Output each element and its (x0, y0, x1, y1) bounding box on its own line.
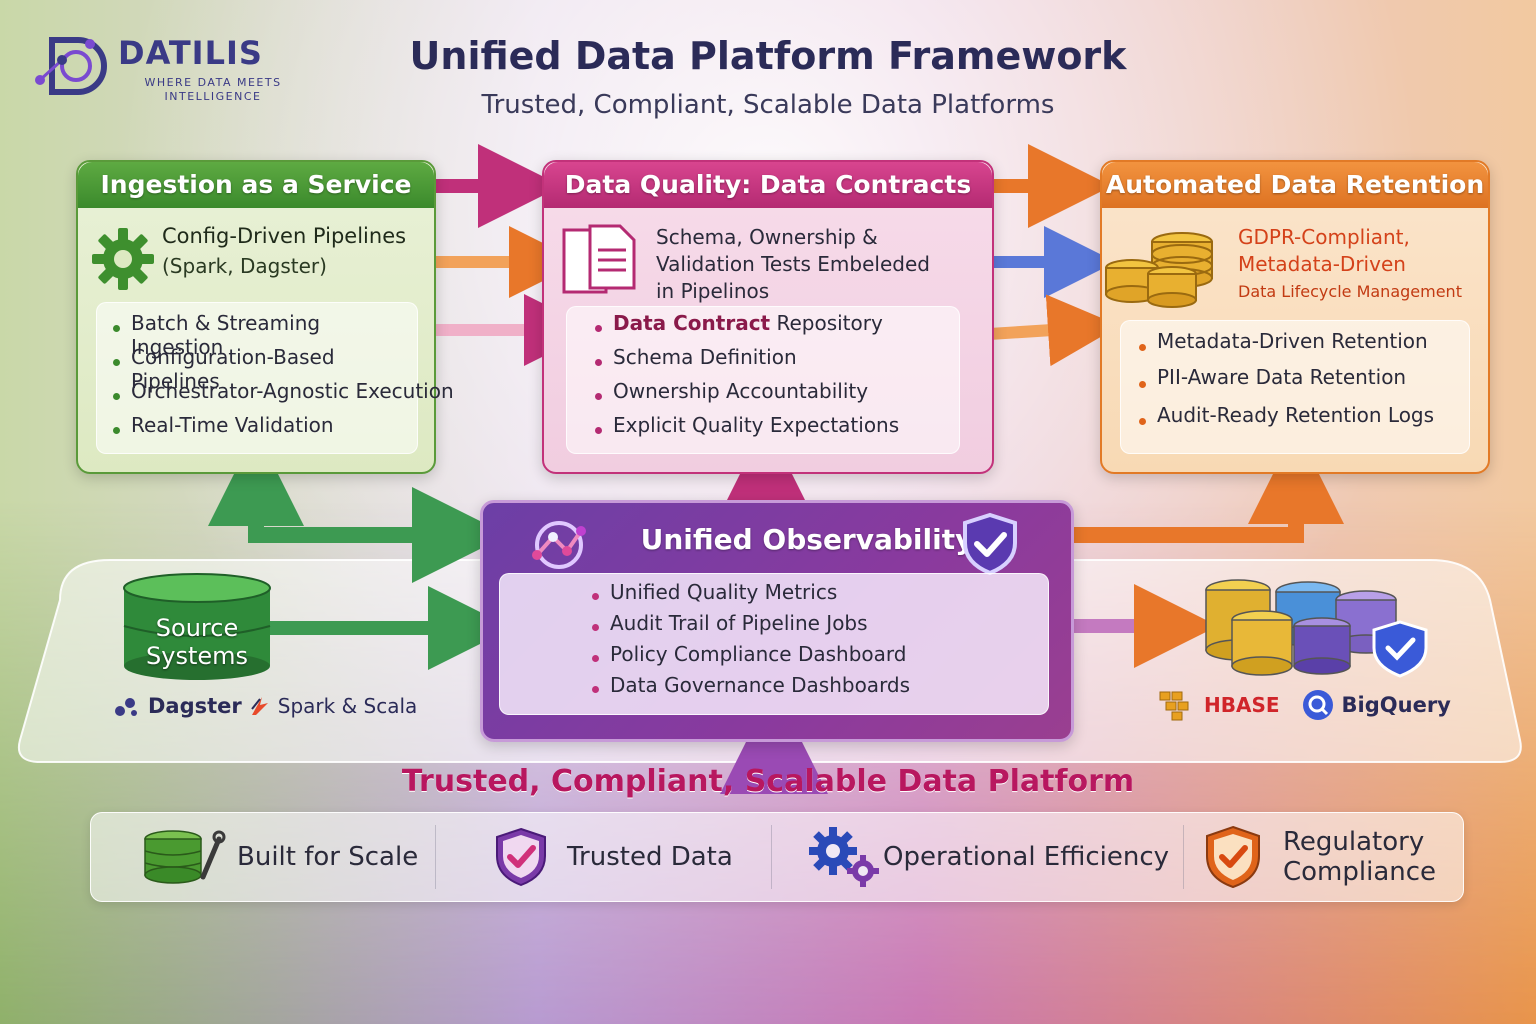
retention-description: GDPR-Compliant, Metadata-Driven Data Lif… (1238, 224, 1462, 305)
dagster-icon (115, 698, 137, 716)
list-item: Explicit Quality Expectations (591, 413, 959, 447)
source-systems-label: Source Systems (120, 614, 274, 670)
ingestion-list: Batch & Streaming Ingestion Configuratio… (97, 303, 454, 447)
benefit-label-compliance: Regulatory Compliance (1283, 827, 1436, 887)
storage-tools: HBASE BigQuery (1156, 688, 1451, 722)
retention-list-box: Metadata-Driven Retention PII-Aware Data… (1120, 320, 1470, 454)
shield-check-icon (496, 827, 546, 887)
shield-check-icon (1206, 825, 1260, 889)
observability-title: Unified Observability (640, 523, 974, 556)
benefit-label: Operational Efficiency (883, 842, 1170, 872)
ingestion-feature-sub: (Spark, Dagster) (162, 254, 327, 278)
list-item: Audit-Ready Retention Logs (1135, 403, 1469, 439)
arrow-obs-to-retention (1068, 428, 1344, 543)
benefit-divider (435, 825, 436, 889)
document-icon (562, 224, 636, 294)
source-label-line: Systems (146, 642, 248, 670)
retention-list: Metadata-Driven Retention PII-Aware Data… (1121, 321, 1469, 439)
ingestion-feature-title: Config-Driven Pipelines (162, 224, 407, 248)
list-item: Data Contract Repository (591, 311, 959, 345)
data-quality-desc-line: in Pipelinos (656, 279, 770, 303)
data-quality-list: Data Contract Repository Schema Definiti… (567, 307, 959, 447)
brand-logo[interactable]: DATILIS WHERE DATA MEETS INTELLIGENCE (34, 30, 284, 110)
list-item: Metadata-Driven Retention (1135, 329, 1469, 365)
page-subtitle: Trusted, Compliant, Scalable Data Platfo… (481, 90, 1055, 120)
gear-icon (92, 228, 154, 290)
database-icon[interactable] (120, 570, 280, 682)
bigquery-icon (1302, 690, 1333, 720)
observability-list-box: Unified Quality Metrics Audit Trail of P… (499, 573, 1049, 715)
list-item: Ownership Accountability (591, 379, 959, 413)
benefit-label: Regulatory (1283, 827, 1425, 857)
benefit-operational-efficiency[interactable]: Operational Efficiency (807, 813, 1169, 901)
list-item: Orchestrator-Agnostic Execution (109, 379, 454, 413)
retention-title: Automated Data Retention (1102, 162, 1488, 208)
brand-name: DATILIS (118, 34, 263, 72)
storage-cluster-icon[interactable] (1200, 576, 1440, 688)
hbase-icon (1159, 691, 1189, 721)
list-item: Schema Definition (591, 345, 959, 379)
list-item: Audit Trail of Pipeline Jobs (588, 611, 1048, 642)
benefit-built-for-scale[interactable]: Built for Scale (143, 813, 418, 901)
shield-check-icon (963, 512, 1017, 576)
data-quality-title: Data Quality: Data Contracts (544, 162, 992, 208)
list-item: Unified Quality Metrics (588, 580, 1048, 611)
source-tools: Dagster Spark & Scala (114, 694, 417, 718)
benefit-label: Built for Scale (237, 842, 419, 872)
source-label-line: Source (155, 614, 239, 642)
retention-desc-line: GDPR-Compliant, (1238, 225, 1410, 249)
retention-desc-line: Data Lifecycle Management (1238, 282, 1462, 301)
spark-scala-label: Spark & Scala (277, 694, 418, 718)
retention-panel[interactable]: Automated Data Retention GDPR-Compliant,… (1100, 160, 1490, 474)
observability-panel[interactable]: Unified Observability Unified Quality Me… (480, 500, 1074, 742)
gears-icon (809, 827, 879, 887)
ingestion-panel[interactable]: Ingestion as a Service Config-Driven Pip… (76, 160, 454, 474)
coins-stack-icon (1105, 232, 1213, 308)
network-icon (532, 521, 586, 569)
data-contract-rest: Repository (770, 311, 883, 335)
ingestion-list-box: Batch & Streaming Ingestion Configuratio… (96, 302, 454, 454)
dagster-label: Dagster (148, 694, 242, 718)
benefit-trusted-data[interactable]: Trusted Data (491, 813, 733, 901)
data-quality-description: Schema, Ownership & Validation Tests Emb… (656, 224, 930, 305)
data-quality-panel[interactable]: Data Quality: Data Contracts Schema, Own… (542, 160, 994, 474)
list-item: Real-Time Validation (109, 413, 417, 447)
list-item: Data Governance Dashboards (588, 673, 1048, 704)
data-quality-desc-line: Validation Tests Embeleded (656, 252, 930, 276)
list-item: Batch & Streaming Ingestion (109, 311, 417, 359)
list-item: Policy Compliance Dashboard (588, 642, 1048, 673)
list-item: PII-Aware Data Retention (1135, 365, 1469, 403)
db-wrench-icon (144, 830, 226, 884)
retention-desc-line: Metadata-Driven (1238, 252, 1406, 276)
data-quality-list-box: Data Contract Repository Schema Definiti… (566, 306, 960, 454)
hbase-label: HBASE (1204, 693, 1280, 717)
logo-icon (35, 37, 107, 95)
arrow-obs-to-ingest (248, 487, 508, 583)
brand-tagline: WHERE DATA MEETS INTELLIGENCE (144, 76, 282, 103)
benefit-label: Compliance (1283, 857, 1437, 887)
benefit-divider (771, 825, 772, 889)
ingestion-title: Ingestion as a Service (78, 162, 434, 208)
data-quality-desc-line: Schema, Ownership & (656, 225, 878, 249)
bigquery-label: BigQuery (1341, 693, 1451, 717)
benefit-divider (1183, 825, 1184, 889)
observability-list: Unified Quality Metrics Audit Trail of P… (500, 574, 1048, 704)
platform-title: Trusted, Compliant, Scalable Data Platfo… (401, 764, 1135, 799)
spark-icon (251, 697, 268, 715)
benefit-label: Trusted Data (567, 842, 733, 872)
page-title: Unified Data Platform Framework (409, 34, 1127, 78)
data-contract-bold: Data Contract (613, 311, 771, 335)
list-item: Configuration-Based Pipelines (109, 345, 417, 393)
benefits-strip: Built for Scale Trusted Data Operational… (90, 812, 1464, 902)
benefit-regulatory-compliance[interactable]: Regulatory Compliance (1201, 813, 1436, 901)
